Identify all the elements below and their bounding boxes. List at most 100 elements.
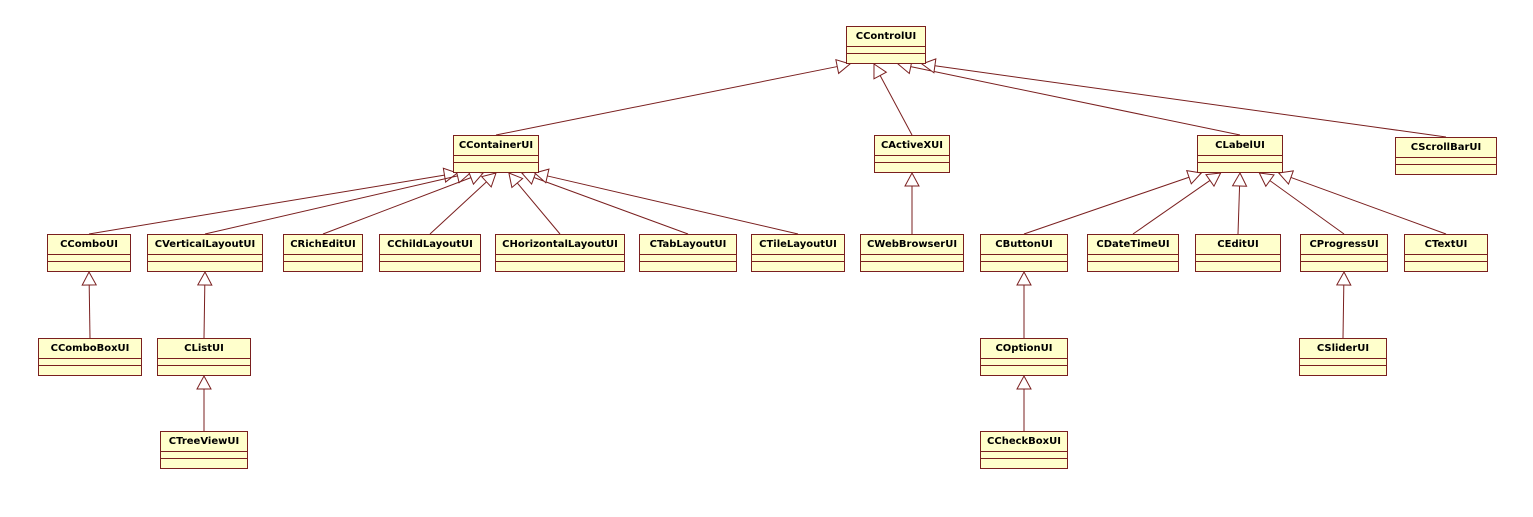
operations-compartment <box>752 262 844 268</box>
generalization-arrowhead <box>873 63 888 80</box>
class-clabelui[interactable]: CLabelUI <box>1197 135 1283 173</box>
class-coptionui[interactable]: COptionUI <box>980 338 1068 376</box>
generalization-arrowhead <box>1231 171 1248 187</box>
class-cwebbrowserui[interactable]: CWebBrowserUI <box>860 234 964 272</box>
attributes-compartment <box>380 255 480 262</box>
generalization-arrowhead <box>1258 172 1275 188</box>
class-name: CTabLayoutUI <box>640 235 736 255</box>
attributes-compartment <box>454 156 538 163</box>
class-ccomboui[interactable]: CComboUI <box>47 234 131 272</box>
attributes-compartment <box>861 255 963 262</box>
operations-compartment <box>1405 262 1487 268</box>
class-cbuttonui[interactable]: CButtonUI <box>980 234 1068 272</box>
edge-ctilelayoutui-to-ccontainerui <box>547 175 799 235</box>
operations-compartment <box>284 262 362 268</box>
edge-ccontainerui-to-ccontrolui <box>495 66 838 136</box>
operations-compartment <box>981 366 1067 372</box>
attributes-compartment <box>1396 158 1496 165</box>
generalization-arrowhead <box>480 172 497 188</box>
class-ctilelayoutui[interactable]: CTileLayoutUI <box>751 234 845 272</box>
class-name: CComboUI <box>48 235 130 255</box>
operations-compartment <box>39 366 141 372</box>
generalization-arrowhead <box>1185 169 1203 185</box>
attributes-compartment <box>981 255 1067 262</box>
class-ccheckboxui[interactable]: CCheckBoxUI <box>980 431 1068 469</box>
class-name: CTileLayoutUI <box>752 235 844 255</box>
attributes-compartment <box>161 452 247 459</box>
class-chorizontallayoutui[interactable]: CHorizontalLayoutUI <box>495 234 625 272</box>
generalization-arrowhead <box>81 270 98 286</box>
class-name: CVerticalLayoutUI <box>148 235 262 255</box>
attributes-compartment <box>496 255 624 262</box>
class-name: CContainerUI <box>454 136 538 156</box>
class-name: CChildLayoutUI <box>380 235 480 255</box>
operations-compartment <box>861 262 963 268</box>
generalization-arrowhead <box>1277 170 1295 185</box>
edge-cverticallayoutui-to-ccontainerui <box>204 175 458 235</box>
operations-compartment <box>158 366 250 372</box>
class-cverticallayoutui[interactable]: CVerticalLayoutUI <box>147 234 263 272</box>
edge-cprogressui-to-clabelui <box>1269 180 1345 235</box>
operations-compartment <box>981 262 1067 268</box>
class-csliderui[interactable]: CSliderUI <box>1299 338 1387 376</box>
edge-cricheditui-to-ccontainerui <box>322 177 472 235</box>
operations-compartment <box>1198 163 1282 169</box>
attributes-compartment <box>640 255 736 262</box>
operations-compartment <box>1196 262 1280 268</box>
attributes-compartment <box>1405 255 1487 262</box>
class-name: CLabelUI <box>1198 136 1282 156</box>
class-name: COptionUI <box>981 339 1067 359</box>
class-ctextui[interactable]: CTextUI <box>1404 234 1488 272</box>
class-name: CHorizontalLayoutUI <box>496 235 624 255</box>
class-cactivexui[interactable]: CActiveXUI <box>874 135 950 173</box>
class-name: CComboBoxUI <box>39 339 141 359</box>
class-crichedittui[interactable]: CRichEditUI <box>283 234 363 272</box>
operations-compartment <box>454 163 538 169</box>
edge-cbuttonui-to-clabelui <box>1023 176 1190 235</box>
attributes-compartment <box>1088 255 1178 262</box>
class-name: CDateTimeUI <box>1088 235 1178 255</box>
class-clistui[interactable]: CListUI <box>157 338 251 376</box>
operations-compartment <box>48 262 130 268</box>
operations-compartment <box>380 262 480 268</box>
attributes-compartment <box>284 255 362 262</box>
operations-compartment <box>1301 262 1387 268</box>
class-ccomboboxui[interactable]: CComboBoxUI <box>38 338 142 376</box>
class-ccontainerui[interactable]: CContainerUI <box>453 135 539 173</box>
operations-compartment <box>148 262 262 268</box>
class-cscrollbarui[interactable]: CScrollBarUI <box>1395 137 1497 175</box>
class-name: CWebBrowserUI <box>861 235 963 255</box>
edge-ctextui-to-clabelui <box>1290 176 1447 235</box>
attributes-compartment <box>981 359 1067 366</box>
class-ccontrolui[interactable]: CControlUI <box>846 26 926 64</box>
class-cchildlayoutui[interactable]: CChildLayoutUI <box>379 234 481 272</box>
attributes-compartment <box>981 452 1067 459</box>
class-name: CRichEditUI <box>284 235 362 255</box>
class-name: CListUI <box>158 339 250 359</box>
generalization-arrowhead <box>1335 270 1352 286</box>
operations-compartment <box>640 262 736 268</box>
edge-cscrollbarui-to-ccontrolui <box>934 65 1447 138</box>
generalization-arrowhead <box>904 171 920 187</box>
generalization-arrowhead <box>1205 172 1222 188</box>
operations-compartment <box>1300 366 1386 372</box>
class-ctablayoutui[interactable]: CTabLayoutUI <box>639 234 737 272</box>
operations-compartment <box>981 459 1067 465</box>
generalization-arrowhead <box>920 58 937 74</box>
class-name: CActiveXUI <box>875 136 949 156</box>
attributes-compartment <box>48 255 130 262</box>
operations-compartment <box>1088 262 1178 268</box>
generalization-arrowhead <box>1016 270 1032 286</box>
class-ctreeviewui[interactable]: CTreeViewUI <box>160 431 248 469</box>
class-cprogressui[interactable]: CProgressUI <box>1300 234 1388 272</box>
generalization-arrowhead <box>196 374 212 390</box>
attributes-compartment <box>1198 156 1282 163</box>
class-cdatetimeui[interactable]: CDateTimeUI <box>1087 234 1179 272</box>
attributes-compartment <box>1300 359 1386 366</box>
generalization-arrowhead <box>508 172 524 189</box>
attributes-compartment <box>847 47 925 54</box>
edge-csliderui-to-cprogressui <box>1342 284 1345 339</box>
class-ceditui[interactable]: CEditUI <box>1195 234 1281 272</box>
